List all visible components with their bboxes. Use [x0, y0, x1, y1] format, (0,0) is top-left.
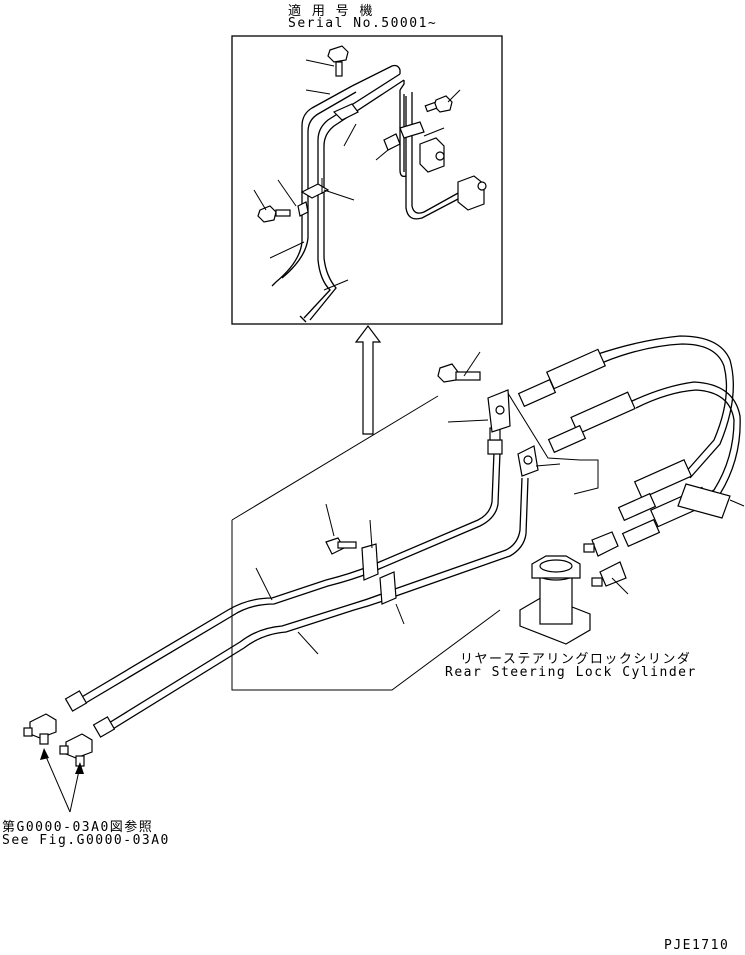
bolt-icon: [437, 363, 481, 383]
cylinder-label-jp: リヤーステアリングロックシリンダ: [460, 652, 692, 667]
inset-detail: [231, 35, 503, 325]
up-arrow-icon: [354, 325, 382, 435]
adaptor-icon: [583, 531, 627, 587]
lock-cylinder-icon: [519, 555, 591, 645]
hoses: [517, 335, 741, 548]
drawing-code: PJE1710: [664, 938, 730, 953]
elbow-fitting-icon: [23, 713, 93, 767]
main-pipes: [79, 451, 529, 733]
applicable-models-label: 適 用 号 機: [288, 4, 374, 19]
valve-block-icon: [419, 137, 487, 211]
bolt-icon: [257, 45, 453, 223]
bracket-outline: [573, 459, 599, 495]
serial-number-label: Serial No.50001~: [288, 16, 438, 31]
reference-label-en: See Fig.G0000-03A0: [2, 833, 170, 848]
region-outline-right: [505, 389, 581, 461]
inset-frame: [231, 35, 503, 325]
main-clamps: [325, 537, 397, 605]
main-leader-lines: [255, 351, 745, 655]
reference-label-jp: 第G0000-03A0図参照: [2, 820, 154, 835]
cylinder-label-en: Rear Steering Lock Cylinder: [445, 665, 697, 680]
leader-lines: [253, 59, 461, 291]
bracket-clamp-icon: [487, 389, 539, 477]
hose-sleeve: [677, 483, 731, 519]
reference-arrows: [40, 748, 84, 813]
region-outline-top: [231, 395, 439, 521]
pipe-fitting-icon: [64, 427, 503, 738]
clamp-icon: [297, 103, 425, 217]
region-outline: [231, 520, 501, 691]
